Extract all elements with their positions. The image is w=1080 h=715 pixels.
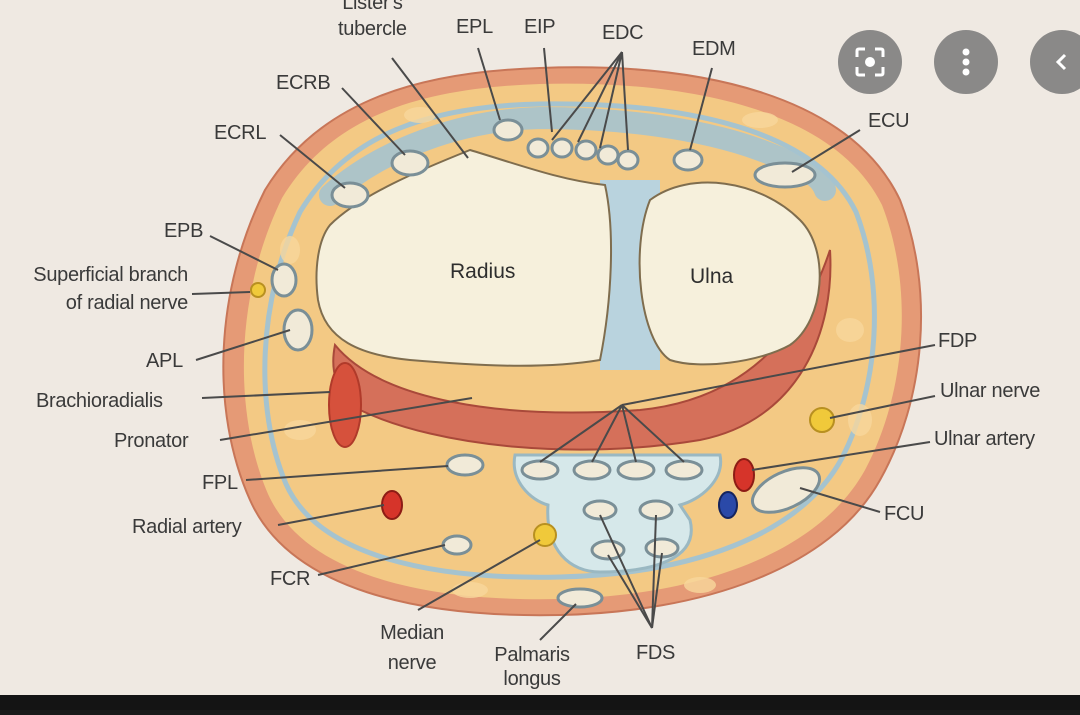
label-superficial-branch: Superficial branch of radial nerve: [0, 264, 188, 314]
chevron-left-icon: [1055, 53, 1067, 71]
label-radius: Radius: [450, 260, 516, 283]
fpl-tendon: [445, 453, 485, 477]
label-apl: APL: [146, 350, 183, 372]
fdp-tendon-1: [520, 459, 560, 481]
label-ecrb: ECRB: [276, 72, 331, 94]
label-listers-line1: Lister's: [342, 0, 403, 14]
fcu-tendon: [750, 466, 822, 514]
label-epl: EPL: [456, 16, 493, 38]
label-superficial-line1: Superficial branch: [33, 264, 188, 286]
lens-button[interactable]: [838, 30, 902, 94]
fdp-tendon-4: [664, 459, 704, 481]
label-palmaris-longus: Palmaris longus: [486, 644, 578, 690]
label-median-nerve: Median nerve: [366, 622, 458, 674]
label-ecrl: ECRL: [214, 122, 267, 144]
label-edc: EDC: [602, 22, 644, 44]
fcr-tendon: [441, 534, 473, 556]
radial-artery-vessel: [381, 490, 403, 520]
label-fds: FDS: [636, 642, 676, 664]
label-superficial-line2: of radial nerve: [65, 292, 189, 314]
ulnar-artery-vessel: [733, 458, 755, 492]
ecrl-tendon: [330, 181, 370, 209]
back-button[interactable]: [1030, 30, 1080, 94]
dorsal-tendons: [270, 118, 817, 352]
label-fdp: FDP: [938, 330, 978, 352]
label-pronator: Pronator: [114, 430, 189, 452]
epb-tendon: [270, 262, 298, 298]
palmaris-longus-tendon: [556, 587, 604, 609]
label-eip: EIP: [524, 16, 556, 38]
ulnar-nerve-structure: [809, 407, 835, 433]
fds-tendon-3: [590, 539, 626, 561]
flexor-tendons: [441, 453, 822, 609]
fds-tendon-1: [582, 499, 618, 521]
label-palmaris-line1: Palmaris: [494, 644, 570, 666]
label-brachioradialis: Brachioradialis: [36, 390, 163, 412]
edc-tendon-4: [616, 149, 640, 171]
superficial-radial-nerve-structure: [250, 282, 266, 298]
label-ulnar-artery: Ulnar artery: [934, 428, 1035, 450]
deep-fascia: [262, 101, 877, 580]
ecu-tendon: [753, 161, 817, 189]
radius-bone: [315, 148, 613, 367]
ulna-bone: [638, 181, 821, 366]
vein-vessel: [718, 491, 738, 519]
dorsal-compartment-fascia: [319, 106, 836, 206]
label-ecu: ECU: [868, 110, 910, 132]
more-options-button[interactable]: [934, 30, 998, 94]
ecrb-tendon: [390, 149, 430, 177]
monitor-bezel: [0, 695, 1080, 710]
label-listers-tubercle: Lister's tubercle: [338, 0, 407, 40]
leader-lines: [191, 47, 936, 641]
edc-tendon-1: [550, 137, 574, 159]
label-fcr: FCR: [270, 568, 311, 590]
edc-tendon-2: [574, 139, 598, 161]
edc-tendon-3: [596, 144, 620, 166]
label-palmaris-line2: longus: [503, 668, 561, 690]
label-listers-line2: tubercle: [338, 18, 407, 40]
eip-tendon: [526, 137, 550, 159]
pronator-quadratus: [332, 249, 832, 451]
apl-tendon: [282, 308, 314, 352]
epl-tendon: [492, 118, 524, 142]
edm-tendon: [672, 148, 704, 172]
label-fcu: FCU: [884, 503, 925, 525]
brachioradialis-muscle: [328, 362, 362, 448]
fdp-tendon-3: [616, 459, 656, 481]
fdp-tendon-2: [572, 459, 612, 481]
label-ulnar-nerve: Ulnar nerve: [940, 380, 1041, 402]
label-edm: EDM: [692, 38, 736, 60]
label-radial-artery: Radial artery: [132, 516, 242, 538]
label-epb: EPB: [164, 220, 204, 242]
label-ulna: Ulna: [690, 265, 734, 288]
more-vertical-icon: [962, 48, 970, 76]
lens-scan-icon: [855, 47, 885, 77]
label-fpl: FPL: [202, 472, 238, 494]
label-median-line2: nerve: [387, 652, 437, 674]
label-median-line1: Median: [380, 622, 444, 644]
